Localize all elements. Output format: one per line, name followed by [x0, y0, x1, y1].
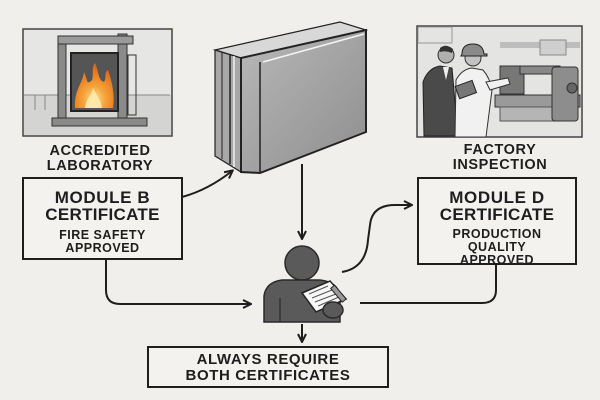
- fire-test-lab-illustration: [22, 28, 173, 137]
- conclusion-box: ALWAYS REQUIRE BOTH CERTIFICATES: [147, 346, 389, 388]
- module-d-subtitle: CERTIFICATE: [439, 205, 555, 224]
- caption-line: FACTORY: [463, 142, 537, 158]
- arrow-moduleb-to-buyer: [105, 260, 250, 304]
- module-b-title: MODULE B: [54, 188, 151, 207]
- module-d-certificate-box: MODULE D CERTIFICATE PRODUCTION QUALITY …: [417, 177, 577, 267]
- connectors: [105, 164, 497, 341]
- detail-line: FIRE SAFETY: [59, 228, 146, 242]
- detail-line: APPROVED: [459, 253, 535, 267]
- module-b-detail: FIRE SAFETY APPROVED: [24, 229, 181, 255]
- flame-icon: [74, 63, 114, 108]
- caption-line: ACCREDITED: [49, 143, 151, 159]
- arrow-buyer-to-moduled: [341, 205, 411, 273]
- module-b-subtitle: CERTIFICATE: [45, 205, 160, 224]
- line-moduled-to-buyer: [360, 264, 497, 304]
- insulation-panel-illustration: [212, 21, 369, 175]
- module-d-detail: PRODUCTION QUALITY APPROVED: [419, 228, 575, 267]
- detail-line: QUALITY: [467, 240, 527, 254]
- accredited-laboratory-caption: ACCREDITED LABORATORY: [20, 144, 180, 174]
- module-b-certificate-box: MODULE B CERTIFICATE FIRE SAFETY APPROVE…: [22, 177, 183, 260]
- factory-inspection-caption: FACTORY INSPECTION: [420, 143, 580, 173]
- caption-line: INSPECTION: [452, 157, 548, 173]
- module-d-title: MODULE D: [449, 188, 545, 207]
- arrow-moduleb-to-product: [181, 171, 232, 198]
- buyer-with-clipboard-illustration: [263, 245, 348, 323]
- conclusion-line: BOTH CERTIFICATES: [185, 367, 351, 384]
- factory-inspection-illustration: [416, 25, 583, 138]
- detail-line: PRODUCTION: [452, 227, 542, 241]
- clipboard-icon: [300, 280, 348, 313]
- conclusion-line: ALWAYS REQUIRE: [196, 351, 340, 368]
- caption-line: LABORATORY: [46, 158, 154, 174]
- detail-line: APPROVED: [65, 241, 140, 255]
